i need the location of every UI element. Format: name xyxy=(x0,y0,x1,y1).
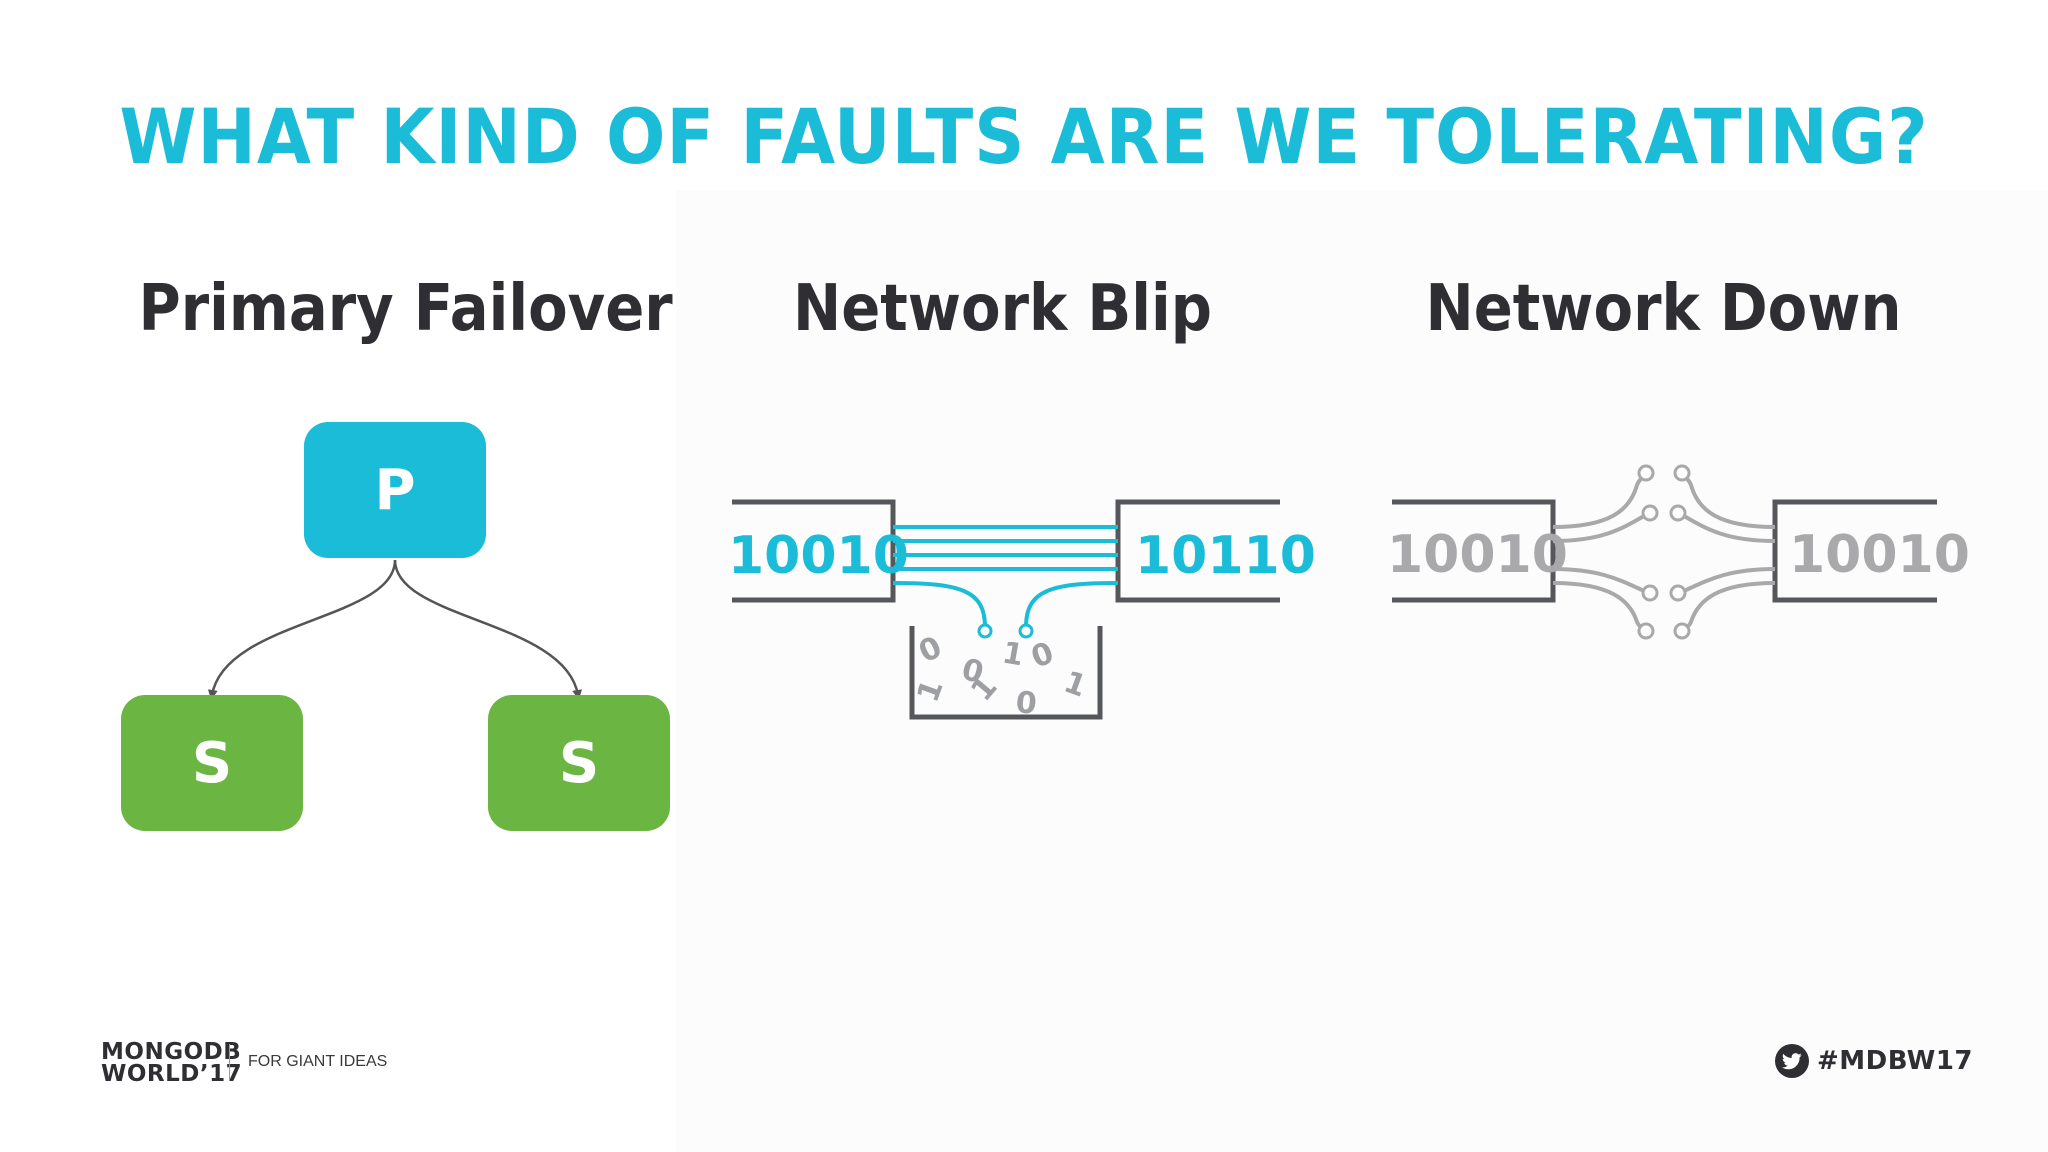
blip-left-packet: 10010 xyxy=(728,526,909,586)
down-left-bracket xyxy=(1392,499,1556,603)
dropped-bit: 1 xyxy=(1000,635,1027,673)
wire-end xyxy=(1669,584,1687,602)
blip-left-bracket xyxy=(732,499,896,603)
brand-line-1: MONGODB xyxy=(101,1039,242,1065)
wire-end xyxy=(1637,622,1655,640)
dropped-bit: 0 xyxy=(1027,635,1059,675)
heading-network-down: Network Down xyxy=(1425,272,1902,346)
failover-arrow-right xyxy=(393,559,583,700)
severed-wire xyxy=(1552,474,1646,529)
network-blip-diagram: 10010 10110 0 0 1 0 1 1 1 0 xyxy=(728,499,1316,722)
blip-drop-node xyxy=(977,623,993,639)
twitter-bird-icon xyxy=(1775,1044,1809,1078)
hashtag-label: #MDBW17 xyxy=(1817,1046,1973,1076)
down-left-packet: 10010 xyxy=(1387,525,1568,585)
footer-tagline: FOR GIANT IDEAS xyxy=(248,1053,388,1070)
network-down-diagram: 10010 10010 xyxy=(1387,464,1970,640)
bit-bucket xyxy=(909,626,1103,720)
wire-end xyxy=(1641,504,1659,522)
dropped-bit: 0 xyxy=(914,630,948,671)
wire-end xyxy=(1641,584,1659,602)
dropped-bit: 1 xyxy=(911,675,951,707)
blip-drop-node xyxy=(1018,623,1034,639)
severed-wire xyxy=(1552,581,1646,630)
background-panel xyxy=(676,190,2048,1152)
dropped-bit: 0 xyxy=(1014,685,1038,722)
severed-wire xyxy=(1682,514,1776,543)
wire-end xyxy=(1673,464,1691,482)
footer-hashtag: #MDBW17 xyxy=(1775,1044,1973,1078)
down-right-packet: 10010 xyxy=(1789,525,1970,585)
failover-arrow-left xyxy=(207,559,397,700)
wire-end xyxy=(1673,622,1691,640)
severed-wire-ends xyxy=(1637,464,1691,640)
severed-wire xyxy=(1683,567,1776,593)
primary-node: P xyxy=(304,422,486,558)
secondary-node-right: S xyxy=(488,695,670,831)
footer-divider xyxy=(229,1044,230,1081)
blip-drop-wire xyxy=(1024,581,1119,628)
blip-right-packet: 10110 xyxy=(1135,526,1316,586)
blip-right-bracket xyxy=(1115,499,1280,603)
footer-brand-logo: MONGODB WORLD’17 xyxy=(101,1039,243,1087)
brand-line-2: WORLD’17 xyxy=(101,1061,243,1087)
secondary-node-left: S xyxy=(121,695,303,831)
down-right-bracket xyxy=(1772,499,1937,603)
dropped-bits: 0 0 1 0 1 1 1 0 xyxy=(911,630,1091,722)
heading-network-blip: Network Blip xyxy=(793,272,1212,346)
slide-title: WHAT KIND OF FAULTS ARE WE TOLERATING? xyxy=(119,92,1929,181)
severed-wire xyxy=(1682,581,1776,630)
severed-wires-right xyxy=(1682,474,1776,630)
severed-wire xyxy=(1682,474,1776,529)
wire-end xyxy=(1669,504,1687,522)
heading-primary-failover: Primary Failover xyxy=(138,272,673,346)
dropped-bit: 1 xyxy=(1059,665,1091,705)
severed-wire xyxy=(1552,514,1646,543)
wire-end xyxy=(1637,464,1655,482)
blip-drop-wire xyxy=(892,581,987,628)
severed-wire xyxy=(1552,567,1645,593)
